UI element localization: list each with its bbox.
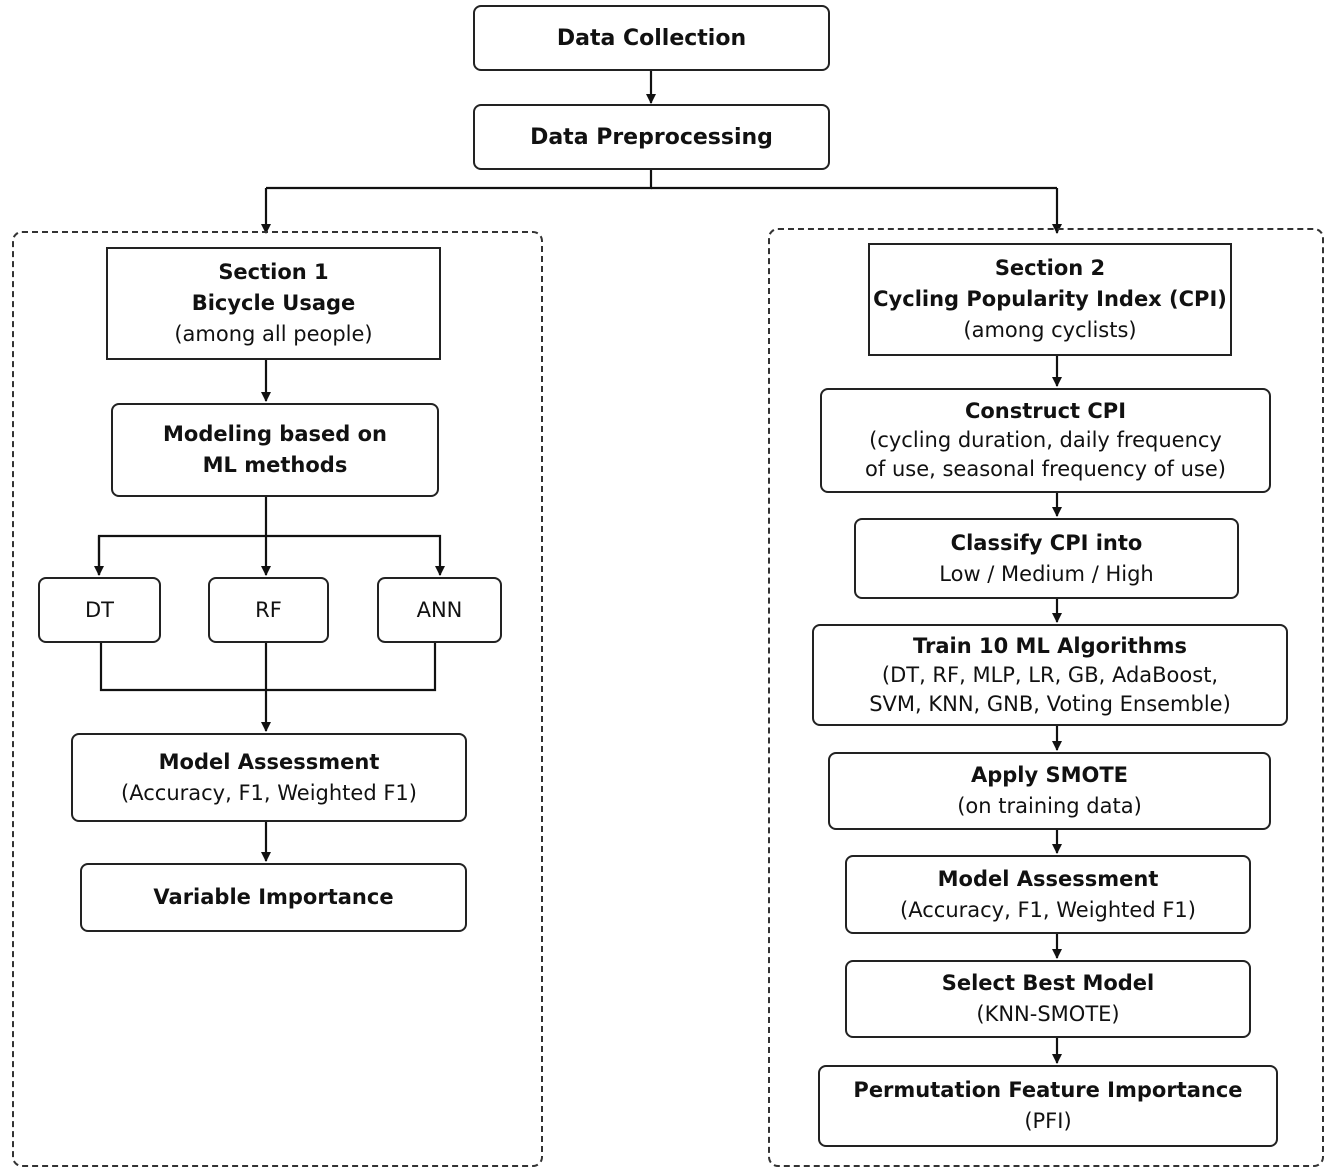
section2-header-box: Section 2 Cycling Popularity Index (CPI)…: [868, 243, 1232, 356]
modeling-box: Modeling based on ML methods: [111, 403, 439, 497]
section1-assessment-metrics: (Accuracy, F1, Weighted F1): [121, 780, 417, 805]
pfi-title: Permutation Feature Importance: [853, 1078, 1243, 1102]
modeling-line1: Modeling based on: [163, 422, 387, 446]
section1-scope: (among all people): [174, 322, 373, 346]
section2-assessment-box: Model Assessment (Accuracy, F1, Weighted…: [845, 855, 1251, 934]
method-dt-box: DT: [38, 577, 161, 643]
pfi-line: (PFI): [1024, 1109, 1072, 1133]
classify-cpi-line1: Classify CPI into: [950, 530, 1143, 555]
select-best-model-title: Select Best Model: [941, 971, 1155, 995]
section1-header-box: Section 1 Bicycle Usage (among all peopl…: [106, 247, 441, 360]
train-algorithms-title: Train 10 ML Algorithms: [913, 633, 1187, 658]
construct-cpi-title: Construct CPI: [964, 399, 1127, 423]
variable-importance-box: Variable Importance: [80, 863, 467, 932]
data-collection-box: Data Collection: [473, 5, 830, 71]
data-preprocessing-box: Data Preprocessing: [473, 104, 830, 170]
section2-title: Section 2: [994, 256, 1106, 280]
data-preprocessing-label: Data Preprocessing: [530, 124, 773, 150]
variable-importance-label: Variable Importance: [153, 885, 394, 909]
construct-cpi-line1: (cycling duration, daily frequency: [869, 428, 1222, 452]
method-ann-label: ANN: [416, 597, 463, 622]
train-algorithms-line2: SVM, KNN, GNB, Voting Ensemble): [869, 691, 1231, 716]
apply-smote-title: Apply SMOTE: [970, 763, 1129, 787]
section1-assessment-box: Model Assessment (Accuracy, F1, Weighted…: [71, 733, 467, 822]
section1-subtitle: Bicycle Usage: [191, 291, 356, 315]
classify-cpi-line2: Low / Medium / High: [939, 561, 1154, 586]
method-ann-box: ANN: [377, 577, 502, 643]
modeling-line2: ML methods: [202, 453, 348, 477]
section2-panel: [768, 228, 1324, 1167]
construct-cpi-box: Construct CPI (cycling duration, daily f…: [820, 388, 1271, 493]
method-dt-label: DT: [85, 597, 114, 622]
apply-smote-box: Apply SMOTE (on training data): [828, 752, 1271, 830]
train-algorithms-line1: (DT, RF, MLP, LR, GB, AdaBoost,: [881, 662, 1219, 687]
section1-panel: [12, 231, 543, 1167]
section1-assessment-title: Model Assessment: [158, 749, 380, 774]
split-line: [266, 170, 653, 190]
pfi-box: Permutation Feature Importance (PFI): [818, 1065, 1278, 1147]
select-best-model-line: (KNN-SMOTE): [976, 1002, 1120, 1026]
method-rf-box: RF: [208, 577, 329, 643]
train-algorithms-box: Train 10 ML Algorithms (DT, RF, MLP, LR,…: [812, 624, 1288, 726]
section2-scope: (among cyclists): [963, 318, 1137, 342]
data-collection-label: Data Collection: [556, 25, 747, 51]
section1-title: Section 1: [218, 260, 329, 284]
method-rf-label: RF: [255, 597, 282, 622]
construct-cpi-line2: of use, seasonal frequency of use): [865, 457, 1226, 481]
section2-assessment-title: Model Assessment: [937, 866, 1159, 891]
select-best-model-box: Select Best Model (KNN-SMOTE): [845, 960, 1251, 1038]
section2-subtitle: Cycling Popularity Index (CPI): [873, 287, 1227, 311]
section2-assessment-metrics: (Accuracy, F1, Weighted F1): [900, 897, 1196, 922]
classify-cpi-box: Classify CPI into Low / Medium / High: [854, 518, 1239, 599]
apply-smote-line: (on training data): [957, 794, 1142, 818]
